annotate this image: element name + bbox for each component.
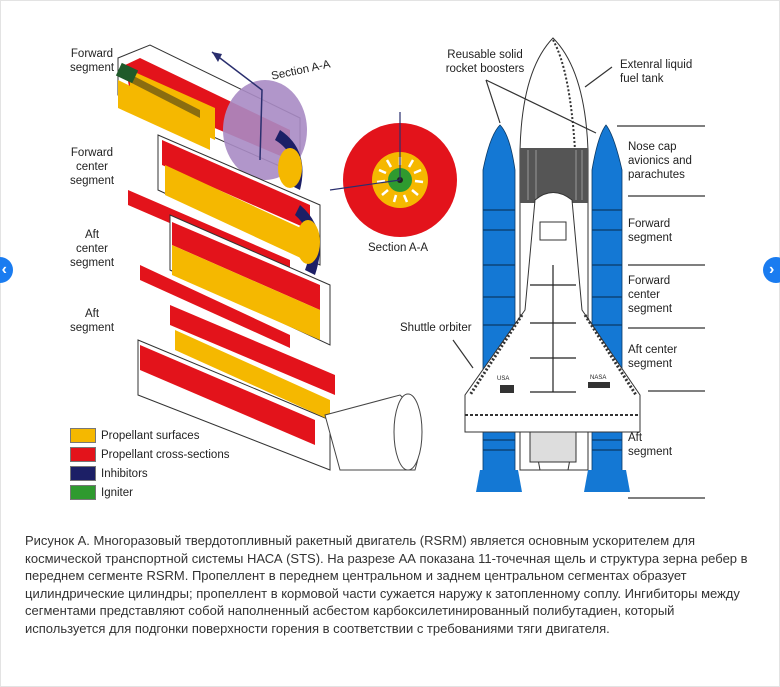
legend-label: Igniter (101, 486, 133, 499)
rsrm-cutaway-diagram (115, 37, 705, 499)
section-aa-circle (329, 112, 457, 237)
legend-label: Propellant cross-sections (101, 448, 230, 461)
section-arrow (211, 51, 263, 161)
orbiter-usa-mark: USA (497, 376, 510, 382)
label-aft-center-segment: Aft center segment (69, 229, 115, 269)
label-rsrm-aft-segment: Aft segment (628, 432, 673, 458)
legend-swatch (70, 428, 96, 443)
legend-label: Inhibitors (101, 467, 148, 480)
legend-label: Propellant surfaces (101, 429, 200, 442)
next-image-button[interactable]: › (763, 257, 780, 283)
label-aft-segment: Aft segment (69, 308, 115, 334)
chevron-left-icon: ‹ (1, 261, 7, 278)
legend-item-propellant-surfaces: Propellant surfaces (70, 426, 229, 445)
legend-item-inhibitors: Inhibitors (70, 464, 229, 483)
chevron-right-icon: › (769, 261, 775, 278)
legend: Propellant surfaces Propellant cross-sec… (70, 426, 229, 502)
legend-item-igniter: Igniter (70, 483, 229, 502)
figure-caption: Рисунок А. Многоразовый твердотопливный … (25, 533, 748, 636)
label-section-aa-title: Section A-A (368, 242, 429, 254)
orbiter-nasa-mark: NASA (590, 375, 607, 381)
prev-image-button[interactable]: ‹ (0, 257, 13, 283)
label-fuel-tank: Extenral liquid fuel tank (620, 59, 693, 85)
label-rsrm-aft-center-segment: Aft center segment (628, 344, 678, 370)
left-booster (476, 124, 522, 492)
legend-swatch (70, 485, 96, 500)
legend-swatch (70, 466, 96, 481)
forward-segment-shape (115, 44, 307, 190)
legend-swatch (70, 447, 96, 462)
label-boosters: Reusable solid rocket boosters (445, 49, 525, 75)
label-nose-cap: Nose cap avionics and parachutes (628, 141, 692, 181)
legend-item-propellant-cross-sections: Propellant cross-sections (70, 445, 229, 464)
label-rsrm-forward-center-segment: Forward center segment (628, 275, 673, 315)
aft-segment-shape (137, 305, 335, 471)
label-rsrm-forward-segment: Forward segment (628, 218, 673, 244)
right-booster (584, 124, 630, 492)
shuttle-orbiter (464, 192, 641, 471)
label-forward-segment: Forward segment (69, 48, 115, 74)
nozzle-shape (324, 393, 423, 471)
aft-center-segment-shape (140, 214, 331, 348)
label-forward-center-segment: Forward center segment (69, 147, 115, 187)
leader-lines (452, 66, 705, 499)
label-shuttle-orbiter: Shuttle orbiter (400, 322, 472, 334)
